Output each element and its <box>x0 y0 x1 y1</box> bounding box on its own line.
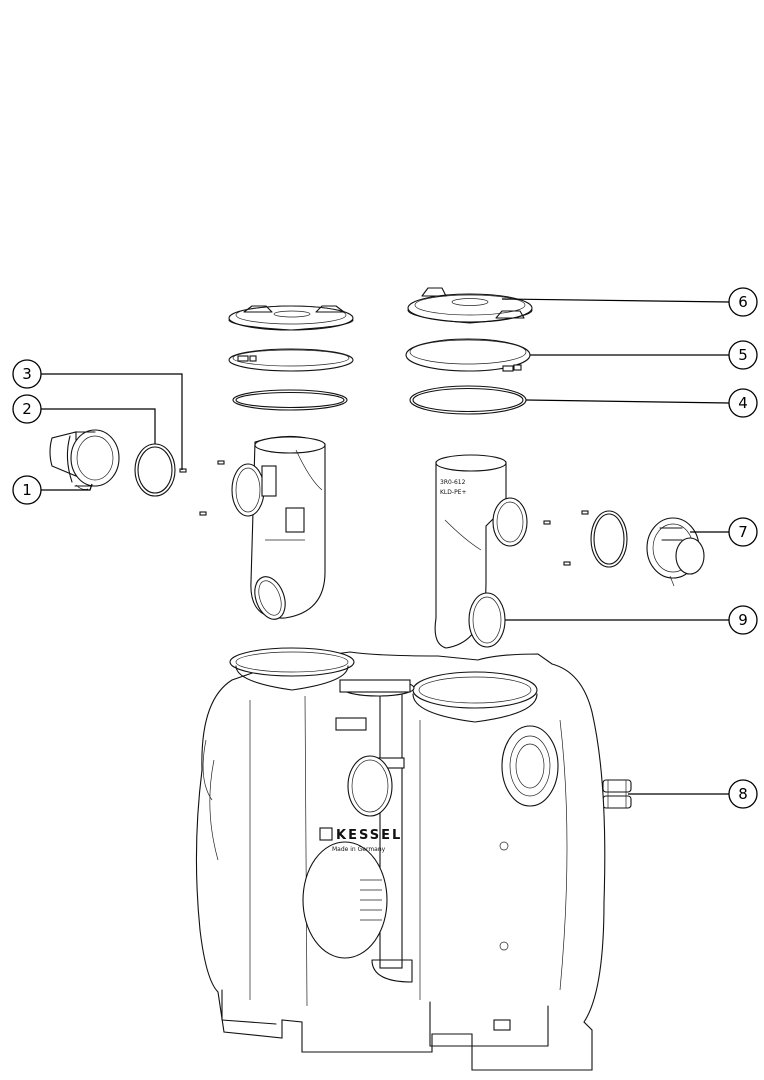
pipe-label-line1: 3R0-612 <box>440 479 466 486</box>
callout-6-label: 6 <box>738 293 748 311</box>
left-clamp-ring <box>228 348 354 372</box>
outlet-connector <box>646 517 705 587</box>
main-tank: KESSEL Made in Germany <box>195 647 606 1071</box>
callout-1-label: 1 <box>22 481 32 499</box>
callout-6: 6 <box>728 287 758 317</box>
right-seal-gasket <box>409 385 527 415</box>
right-clamp-ring <box>405 338 531 372</box>
left-seal-gasket <box>232 389 348 411</box>
callout-1: 1 <box>12 475 42 505</box>
callout-5-label: 5 <box>738 346 748 364</box>
callout-3-label: 3 <box>22 365 32 383</box>
right-cover-lid <box>407 287 533 324</box>
outlet-seal-ring <box>590 510 628 568</box>
leader-lines <box>41 298 730 795</box>
left-cover-lid <box>228 305 354 331</box>
callout-9: 9 <box>728 605 758 635</box>
callout-8-label: 8 <box>738 785 748 803</box>
pipe-label-line2: KLD-PE+ <box>440 489 467 496</box>
screw-small <box>179 460 589 566</box>
callout-5: 5 <box>728 340 758 370</box>
brand-logo-text: KESSEL <box>336 828 402 843</box>
inlet-seal-ring <box>134 443 176 497</box>
callout-7: 7 <box>728 517 758 547</box>
left-elbow-pipe <box>231 435 326 620</box>
callout-7-label: 7 <box>738 523 748 541</box>
clip-bracket <box>602 779 632 809</box>
callout-8: 8 <box>728 779 758 809</box>
right-elbow-pipe: 3R0-612 KLD-PE+ <box>434 454 528 649</box>
callout-2: 2 <box>12 394 42 424</box>
callout-4: 4 <box>728 388 758 418</box>
inlet-adapter <box>49 429 120 490</box>
brand-made-in: Made in Germany <box>332 846 386 853</box>
callout-3: 3 <box>12 359 42 389</box>
callout-2-label: 2 <box>22 400 32 418</box>
callout-9-label: 9 <box>738 611 748 629</box>
callout-4-label: 4 <box>738 394 748 412</box>
